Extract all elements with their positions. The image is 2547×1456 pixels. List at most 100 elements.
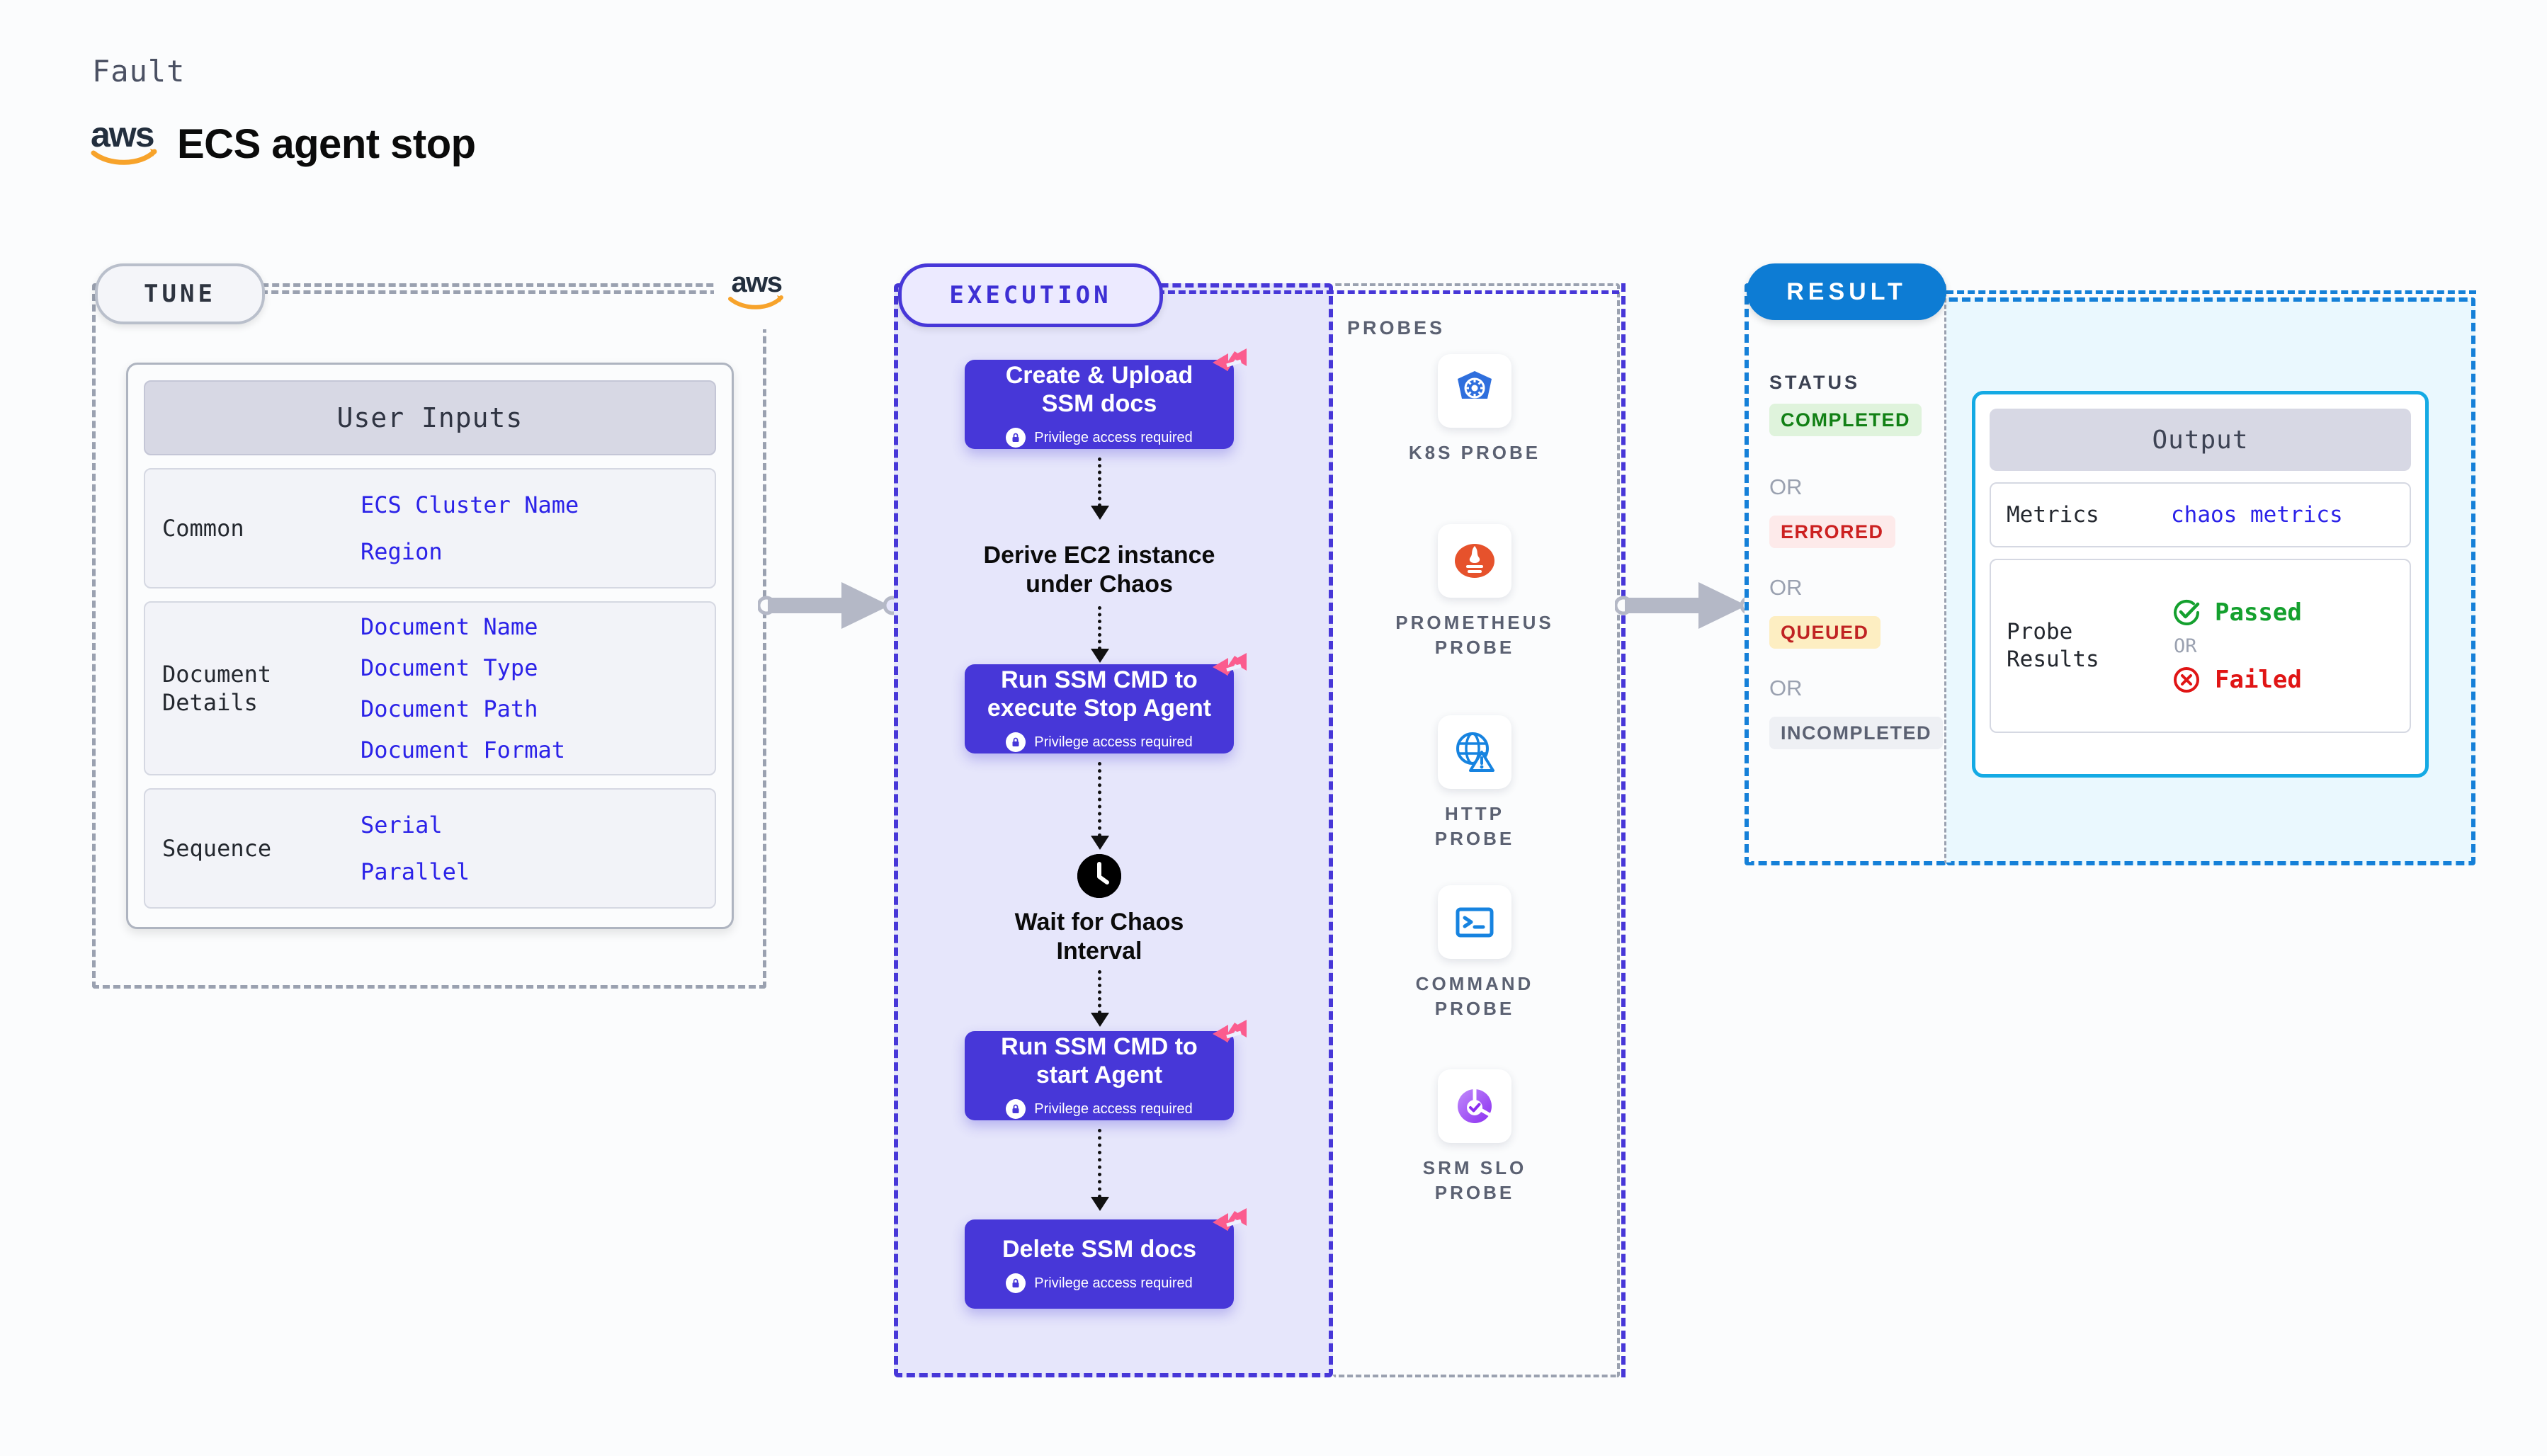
execution-node-run-ssm-cmd-stop-agent[interactable]: Run SSM CMD to execute Stop Agent Privil… (965, 653, 1247, 753)
status-or-label: OR (1769, 575, 1803, 600)
input-value[interactable]: Parallel (361, 858, 470, 885)
flow-arrowhead (1091, 836, 1109, 850)
output-card: Output Metrics chaos metrics Probe Resul… (1972, 391, 2429, 778)
node-title-line1: Run SSM CMD to (1001, 1033, 1198, 1060)
input-group-label: Common (162, 515, 244, 542)
probe-label-line1: K8S PROBE (1408, 442, 1541, 463)
probe-label-line1: PROMETHEUS (1395, 612, 1554, 633)
input-value[interactable]: ECS Cluster Name (361, 491, 579, 518)
flow-arrowhead (1091, 1013, 1109, 1027)
terminal-icon (1456, 907, 1494, 938)
clock-icon (1077, 854, 1121, 898)
input-value[interactable]: Document Format (361, 736, 565, 763)
probe-label-line2: PROBE (1434, 637, 1515, 659)
input-group-common: Common ECS Cluster Name Region (144, 468, 716, 588)
input-group-sequence: Sequence Serial Parallel (144, 788, 716, 909)
probe-item-srm-slo[interactable]: SRM SLO PROBE (1404, 1069, 1545, 1205)
probe-label: K8S PROBE (1409, 440, 1541, 465)
node-title-line2: SSM docs (1041, 390, 1157, 417)
probe-result-or-label: OR (2174, 635, 2197, 657)
prometheus-icon (1455, 544, 1494, 578)
input-value[interactable]: Serial (361, 812, 443, 838)
lock-icon (1006, 428, 1026, 448)
execution-section-right-edge (1617, 283, 1626, 1377)
flow-connector (1098, 970, 1101, 1014)
check-circle-icon (2174, 599, 2200, 625)
input-group-values: Serial Parallel (361, 812, 470, 885)
flow-arrowhead (1091, 649, 1109, 663)
tune-section-pill[interactable]: TUNE (95, 263, 265, 324)
result-section-pill[interactable]: RESULT (1747, 263, 1946, 320)
probe-label-line2: PROBE (1434, 998, 1515, 1020)
node-title-line1: Derive EC2 instance (983, 542, 1215, 569)
probe-icon-tile (1438, 354, 1511, 428)
status-badge-queued: QUEUED (1769, 616, 1881, 649)
node-title-line2: under Chaos (1026, 570, 1173, 598)
flow-arrowhead (1091, 1197, 1109, 1211)
node-title: Delete SSM docs (989, 1235, 1209, 1263)
input-value[interactable]: Document Name (361, 613, 538, 640)
output-heading: Output (1990, 409, 2411, 471)
privilege-note: Privilege access required (1006, 732, 1193, 753)
execution-node-create-upload-ssm-docs[interactable]: Create & Upload SSM docs Privilege acces… (965, 348, 1247, 449)
flow-arrowhead (1091, 506, 1109, 520)
user-inputs-card: User Inputs Common ECS Cluster Name Regi… (126, 363, 734, 929)
srm-slo-icon (1458, 1089, 1492, 1123)
status-badge-completed: COMPLETED (1769, 404, 1922, 436)
execution-section-pill[interactable]: EXECUTION (898, 263, 1163, 327)
result-status-boundary (1745, 283, 1946, 865)
node-title: Run SSM CMD to execute Stop Agent (975, 666, 1224, 722)
aws-logo-smile (91, 149, 159, 166)
input-group-label: Sequence (162, 835, 272, 862)
probe-item-prometheus[interactable]: PROMETHEUS PROBE (1395, 524, 1551, 660)
flow-arrow-execution-to-result (1615, 582, 1759, 629)
probe-item-command[interactable]: COMMAND PROBE (1404, 885, 1545, 1021)
node-title-line1: Delete SSM docs (1002, 1235, 1196, 1263)
output-probe-values: Passed OR Failed (2171, 597, 2302, 695)
http-globe-warning-icon (1456, 732, 1494, 772)
probe-result-failed: Failed (2171, 664, 2302, 695)
lock-icon (1006, 1273, 1026, 1294)
aws-badge-wordmark: aws (731, 267, 783, 298)
node-title: Create & Upload SSM docs (993, 361, 1206, 418)
probe-result-passed: Passed (2171, 597, 2302, 628)
node-title-line1: Wait for Chaos (1014, 909, 1184, 935)
probe-label-line1: HTTP PROBE (1434, 803, 1515, 850)
privilege-note: Privilege access required (1006, 428, 1193, 448)
node-title-line2: start Agent (1036, 1062, 1163, 1088)
probe-label: PROMETHEUS PROBE (1395, 610, 1553, 660)
execution-node-wait-for-chaos-interval: Wait for Chaos Interval (951, 908, 1248, 966)
aws-logo-wordmark: aws (91, 115, 155, 154)
harness-icon (1213, 1020, 1247, 1042)
privilege-note-label: Privilege access required (1034, 429, 1193, 445)
probe-icon-tile (1438, 524, 1511, 598)
node-title-line2: Interval (1056, 937, 1142, 965)
probe-icon-tile (1438, 1069, 1511, 1143)
node-title-line2: execute Stop Agent (987, 695, 1212, 722)
input-group-values: Document Name Document Type Document Pat… (361, 613, 565, 763)
probe-item-k8s[interactable]: K8S PROBE (1404, 354, 1545, 465)
output-probe-key: Probe Results (1991, 618, 2171, 673)
probe-label: COMMAND PROBE (1416, 972, 1534, 1021)
status-column-title: STATUS (1769, 372, 1860, 393)
privilege-note-label: Privilege access required (1034, 734, 1193, 750)
fault-eyebrow-label: Fault (92, 54, 186, 89)
aws-badge-smile (728, 295, 783, 309)
input-value[interactable]: Document Type (361, 654, 538, 681)
input-value[interactable]: Document Path (361, 695, 538, 722)
input-value[interactable]: Region (361, 538, 443, 565)
probe-icon-tile (1438, 715, 1511, 789)
output-metrics-value[interactable]: chaos metrics (2171, 502, 2343, 528)
probe-result-failed-label: Failed (2215, 665, 2302, 694)
execution-node-delete-ssm-docs[interactable]: Delete SSM docs Privilege access require… (965, 1208, 1247, 1309)
probe-item-http[interactable]: HTTP PROBE (1404, 715, 1545, 851)
probe-label: HTTP PROBE (1404, 802, 1545, 851)
node-title-line1: Create & Upload (1005, 361, 1193, 389)
execution-node-run-ssm-cmd-start-agent[interactable]: Run SSM CMD to start Agent Privilege acc… (965, 1020, 1247, 1120)
flow-connector (1098, 606, 1101, 650)
page-title: ECS agent stop (177, 120, 476, 167)
node-title-line1: Run SSM CMD to (1001, 666, 1198, 693)
input-group-label-line2: Details (162, 689, 258, 716)
user-inputs-heading: User Inputs (144, 380, 716, 455)
status-badge-incompleted: INCOMPLETED (1769, 717, 1944, 749)
